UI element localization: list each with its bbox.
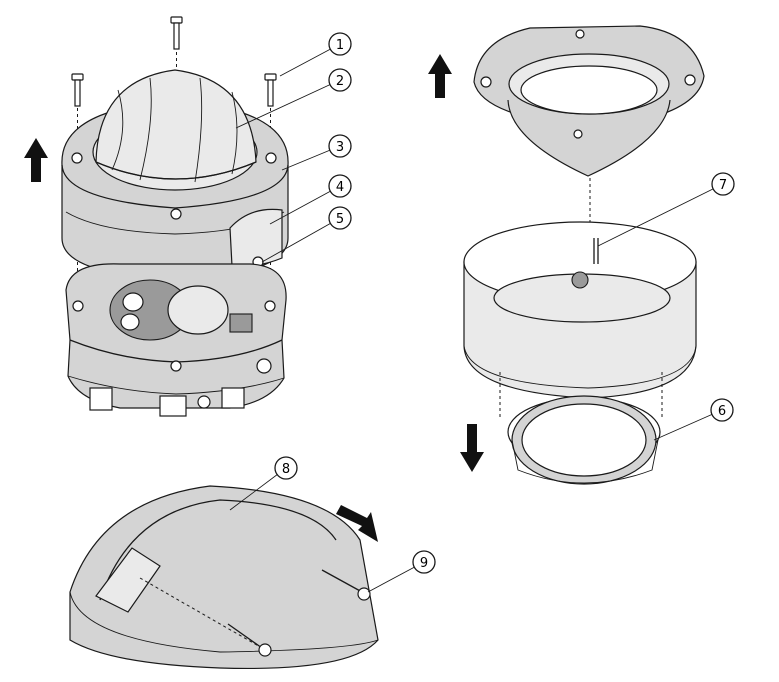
callout-1-label: 1 (336, 38, 344, 53)
arrow-down-icon (460, 424, 484, 472)
shield-screw-bottom (227, 623, 272, 657)
transparent-dome (95, 69, 257, 183)
callout-7: 7 (711, 172, 735, 196)
weathershield-assembly (69, 485, 379, 670)
top-mount-cover (473, 25, 705, 270)
callout-6: 6 (710, 398, 734, 422)
callout-9-label: 9 (420, 556, 428, 571)
callout-2-label: 2 (336, 74, 344, 89)
callout-4: 4 (328, 174, 352, 198)
arrow-up-icon (24, 138, 48, 182)
skin-cover-cylinder (463, 221, 697, 420)
callout-8: 8 (274, 456, 298, 480)
retaining-ring (507, 395, 661, 485)
callout-5: 5 (328, 206, 352, 230)
callout-1: 1 (328, 32, 352, 56)
callout-2: 2 (328, 68, 352, 92)
arrow-diagonal-icon (336, 505, 378, 542)
shield-screw-right (321, 569, 371, 601)
left-camera-assembly (24, 16, 289, 417)
callout-7-label: 7 (719, 178, 727, 193)
callout-4-label: 4 (336, 180, 344, 195)
callout-3: 3 (328, 134, 352, 158)
camera-base-unit (65, 263, 287, 417)
arrow-up-icon (428, 54, 452, 98)
callout-9: 9 (412, 550, 436, 574)
callout-3-label: 3 (336, 140, 344, 155)
callout-5-label: 5 (336, 212, 344, 227)
right-cover-assembly (428, 25, 705, 485)
callout-6-label: 6 (718, 404, 726, 419)
callout-8-label: 8 (282, 462, 290, 477)
